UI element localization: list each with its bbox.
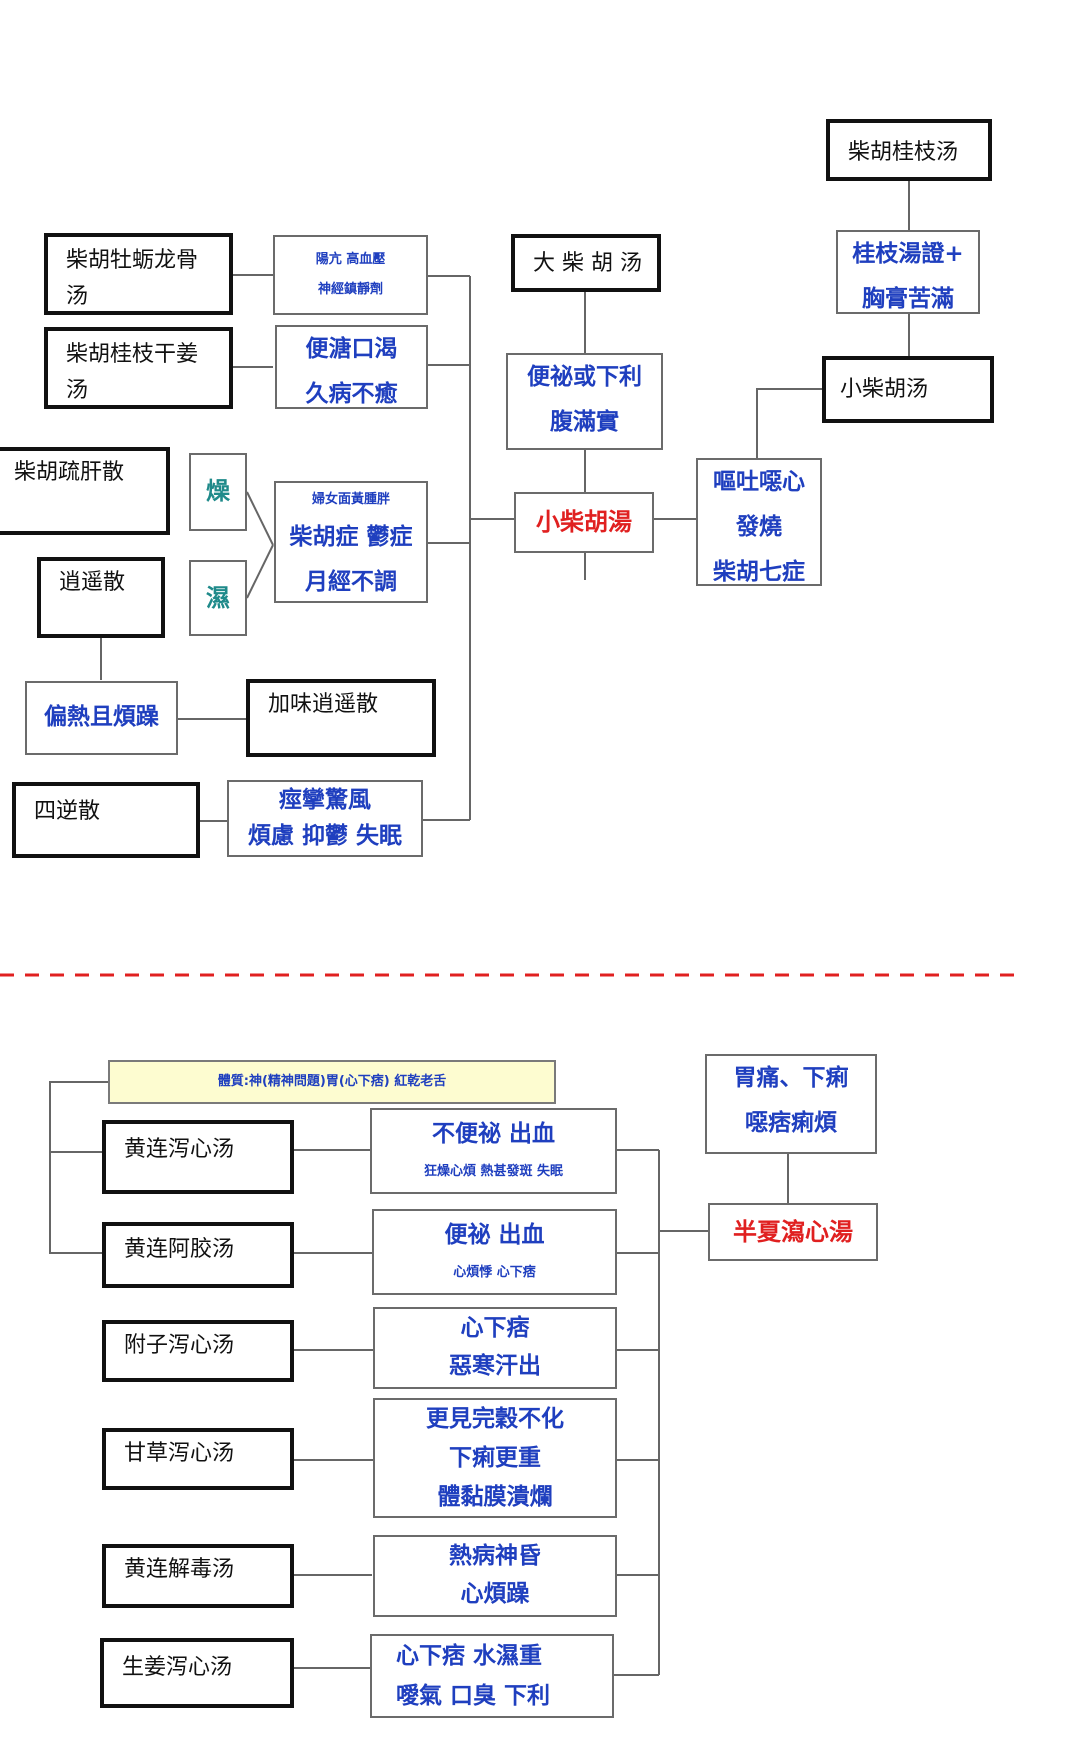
node-chaihu-guizhi-tang: 柴胡桂枝汤 [826,119,992,181]
node-sini-san: 四逆散 [12,782,200,858]
node-constipation-sign: 便祕或下利 腹滿實 [506,353,663,450]
node-damp: 濕 [189,560,247,636]
sign-huanglian-jiedu-tang: 熱病神昏 心煩躁 [373,1535,617,1617]
node-shugan-san: 柴胡疏肝散 [0,447,170,535]
node-hot-irritable: 偏熱且煩躁 [25,681,178,755]
constitution-note: 體質:神(精神問題)胃(心下痞) 紅乾老舌 [108,1060,556,1104]
node-ganjiang-sign: 便溏口渴 久病不癒 [275,325,428,409]
node-women-sign: 婦女面黃腫胖 柴胡症 鬱症 月經不調 [274,481,428,603]
sign-fuzi-xiexin-tang: 心下痞 惡寒汗出 [373,1307,617,1389]
node-guizhi-sign: 桂枝湯證+ 胸膏苦滿 [836,230,980,314]
sign-huanglian-xiexin-tang: 不便祕 出血 狂燥心煩 熱甚發斑 失眠 [370,1108,617,1194]
sign-gancao-xiexin-tang: 更見完穀不化 下痢更重 體黏膜潰爛 [373,1398,617,1518]
node-guizhi-ganjiang-tang: 柴胡桂枝干姜 汤 [44,327,233,409]
node-shengjiang-xiexin-tang: 生姜泻心汤 [100,1638,294,1708]
node-muli-tang: 柴胡牡蛎龙骨 汤 [44,233,233,315]
node-huanglian-jiedu-tang: 黄连解毒汤 [102,1544,294,1608]
node-banxia-sign: 胃痛、下痢 噁痞痢煩 [705,1054,877,1154]
node-dry: 燥 [189,453,247,531]
node-huanglian-ejiao-tang: 黄连阿胶汤 [102,1222,294,1288]
node-gancao-xiexin-tang: 甘草泻心汤 [102,1428,294,1490]
node-banxia-xiexin-tang: 半夏瀉心湯 [708,1203,878,1261]
node-da-chaihu-tang: 大 柴 胡 汤 [511,234,661,292]
node-sini-sign: 痙攣驚風 煩慮 抑鬱 失眠 [227,780,423,857]
node-huanglian-xiexin-tang: 黄连泻心汤 [102,1120,294,1194]
node-vomit-fever-sign: 嘔吐噁心 發燒 柴胡七症 [696,458,822,586]
sign-huanglian-ejiao-tang: 便祕 出血 心煩悸 心下痞 [372,1209,617,1295]
node-xiao-chaihu-tang-center: 小柴胡湯 [514,492,654,553]
sign-shengjiang-xiexin-tang: 心下痞 水濕重 噯氣 口臭 下利 [370,1634,614,1718]
node-xiaoyao-san: 逍遥散 [37,557,165,638]
node-jiawei-xiaoyao-san: 加味逍遥散 [246,679,436,757]
node-fuzi-xiexin-tang: 附子泻心汤 [102,1320,294,1382]
node-muli-sign: 陽亢 高血壓 神經鎮靜劑 [273,235,428,315]
node-xiao-chaihu-tang-box: 小柴胡汤 [822,356,994,423]
